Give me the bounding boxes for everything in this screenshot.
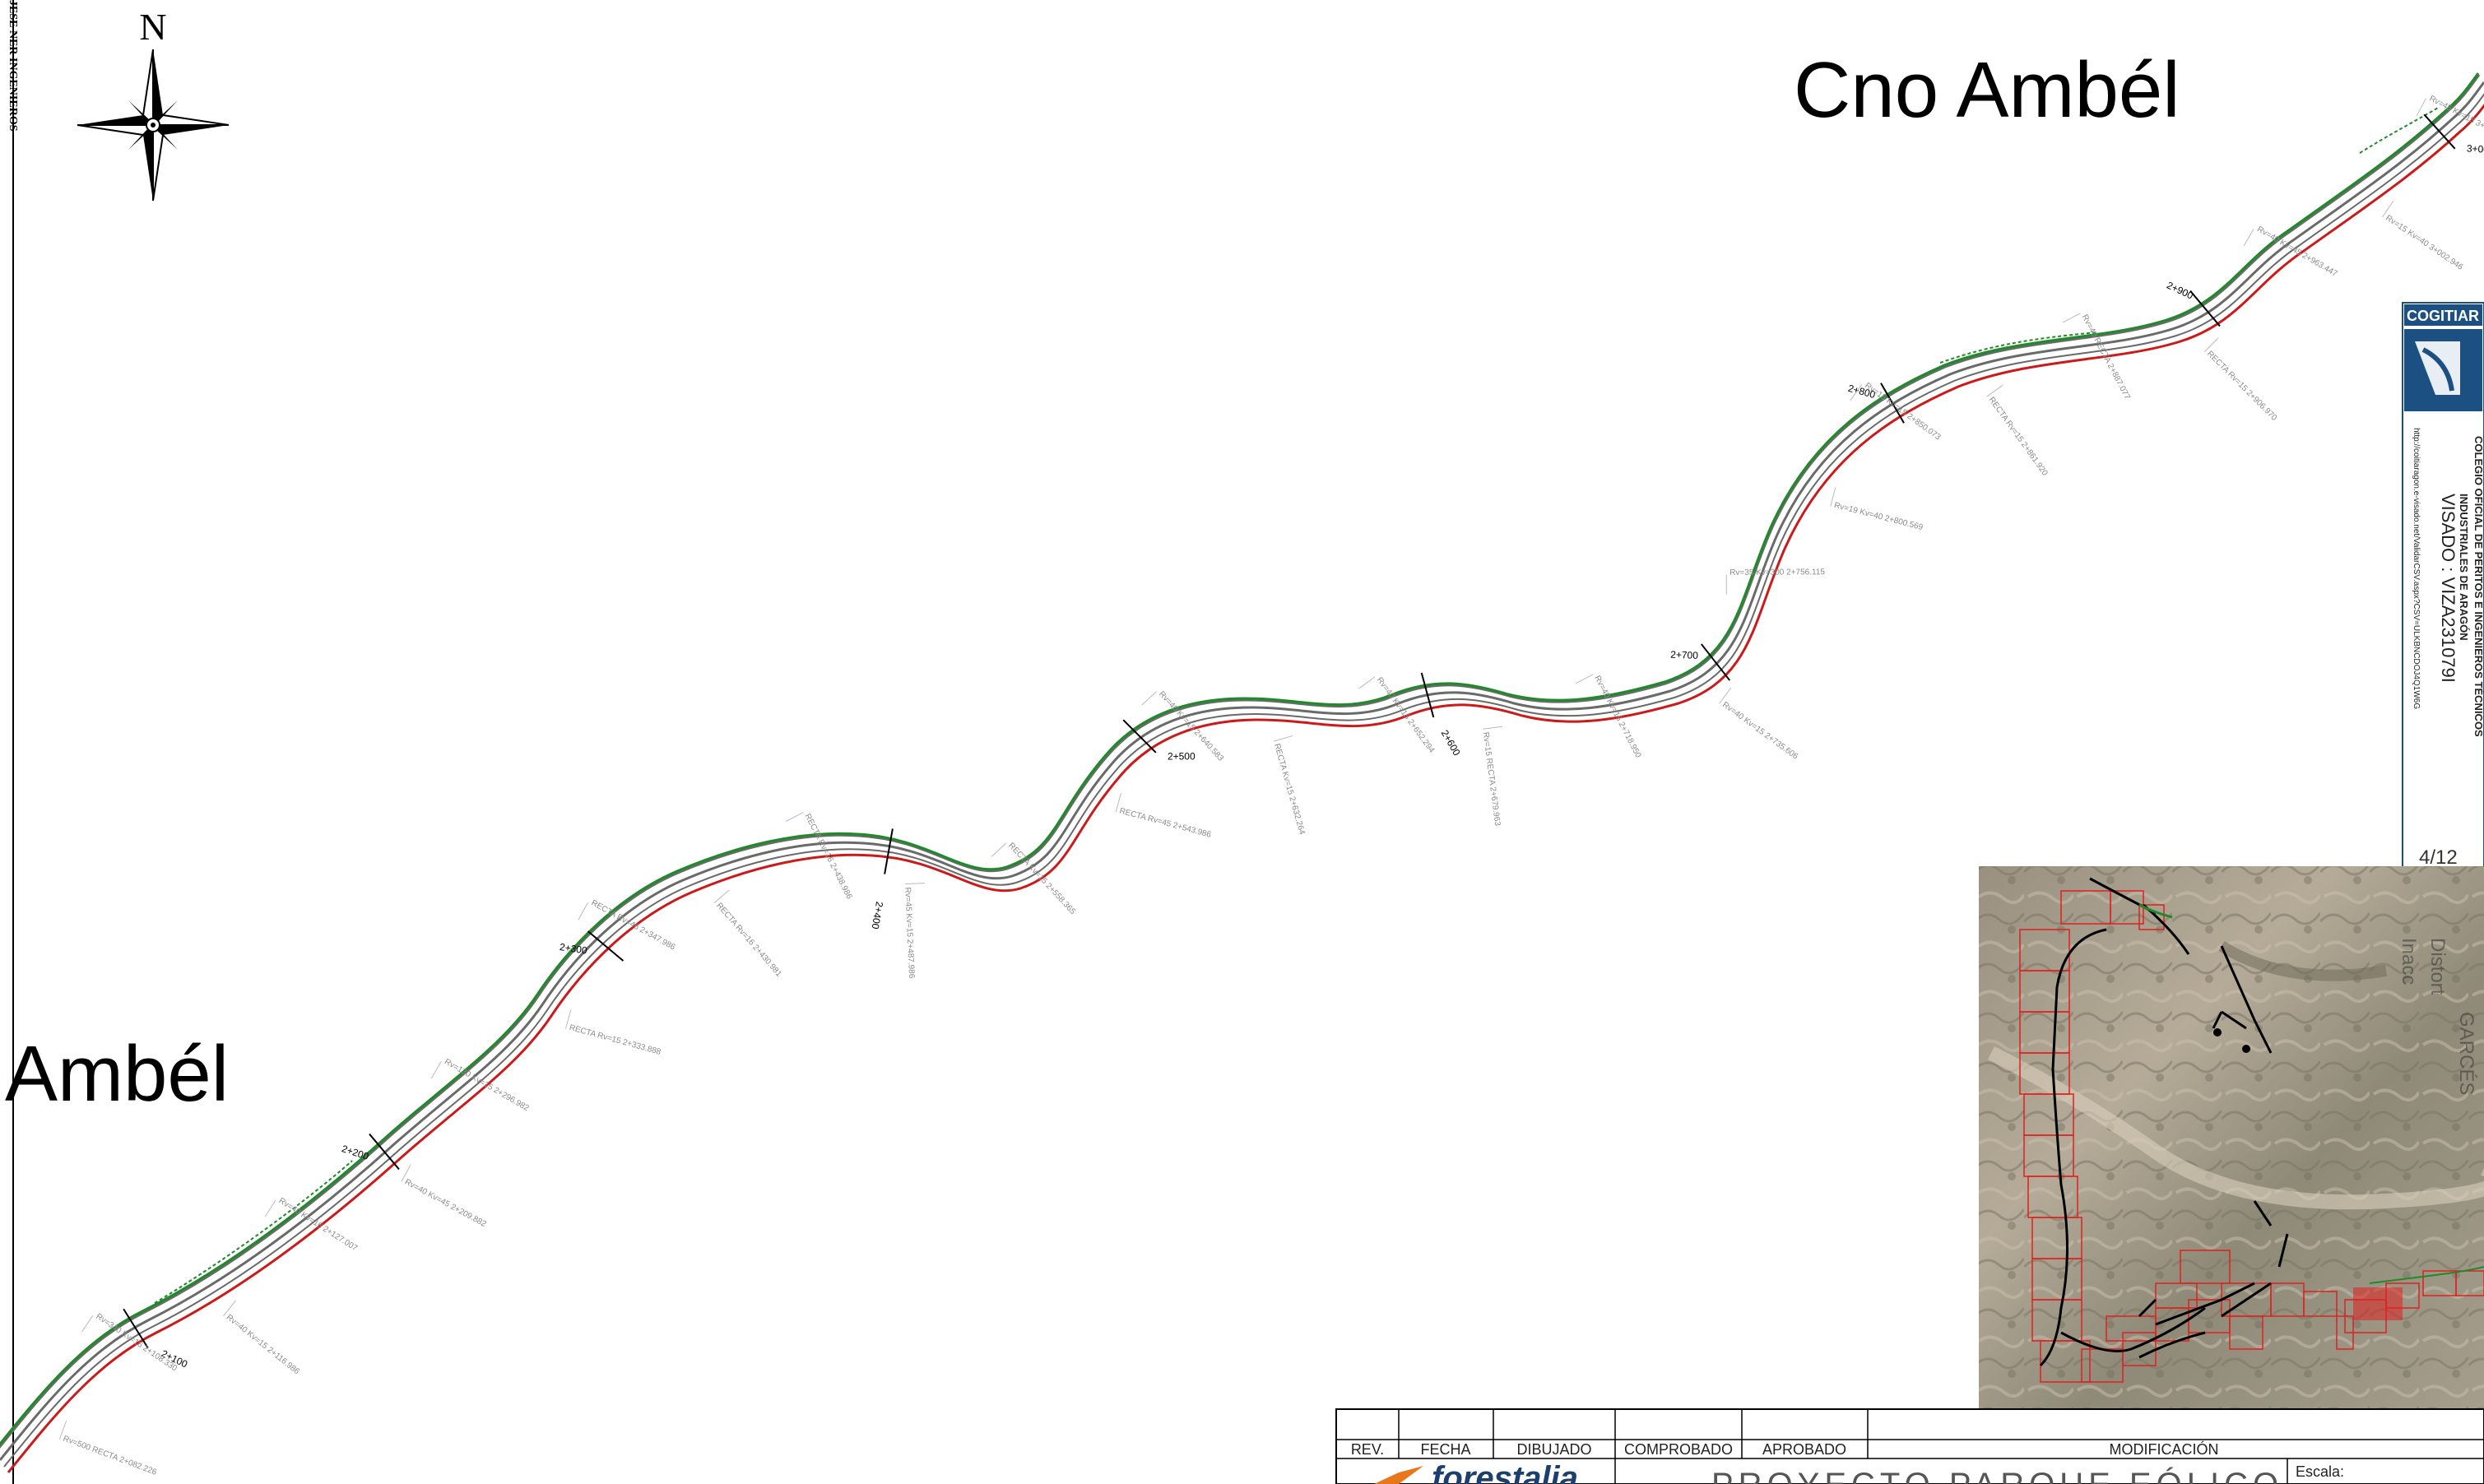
chainage-label: 2+700 xyxy=(1670,649,1698,661)
svg-text:Rv=40 Kv=15 2+735.606: Rv=40 Kv=15 2+735.606 xyxy=(1720,700,1799,762)
partial-text-2: Distort xyxy=(2426,938,2449,995)
chainage-mark: 2+700 xyxy=(1670,643,1731,681)
place-label-left: Ambél xyxy=(5,1030,229,1118)
svg-text:RECTA Rv=16 2+438.986: RECTA Rv=16 2+438.986 xyxy=(803,813,854,902)
svg-text:RECTA Rv=15 2+861.920: RECTA Rv=15 2+861.920 xyxy=(1987,396,2050,478)
header-dibujado: DIBUJADO xyxy=(1516,1441,1591,1458)
chainage-mark: 2+500 xyxy=(1122,719,1196,762)
svg-text:RECTA Rv=16 2+430.981: RECTA Rv=16 2+430.981 xyxy=(714,902,783,979)
alignment-annotation: RECTA Rv=15 2+906.970 xyxy=(2203,337,2278,423)
chainage-label: 2+300 xyxy=(559,941,588,957)
chainage-layer: 2+100 2+200 2+300 2+400 2+500 2+600 2+70… xyxy=(123,114,2484,1370)
header-fecha: FECHA xyxy=(1420,1441,1470,1458)
svg-text:RECTA Rv=15 2+333.888: RECTA Rv=15 2+333.888 xyxy=(569,1023,662,1057)
alignment-annotation: Rv=40 Kv=15 2+116.986 xyxy=(223,1300,301,1377)
alignment-annotation: RECTA Rv=15 2+333.888 xyxy=(565,1009,662,1057)
header-modificacion: MODIFICACIÓN xyxy=(2110,1440,2219,1458)
stamp-url: http://coitiaragon.e-visado.net/ValidarC… xyxy=(2412,428,2421,709)
svg-text:Rv=40 RECTA 2+887.077: Rv=40 RECTA 2+887.077 xyxy=(2080,313,2132,401)
svg-text:Rv=40 Kv=45 2+209.882: Rv=40 Kv=45 2+209.882 xyxy=(403,1177,488,1229)
header-comprobado: COMPROBADO xyxy=(1624,1441,1733,1458)
alignment-annotation: RECTA Rv=45 2+543.986 xyxy=(1115,792,1213,840)
stamp-brand: COGITIAR xyxy=(2407,308,2479,324)
svg-text:RECTA Rv=15 2+906.970: RECTA Rv=15 2+906.970 xyxy=(2205,350,2278,423)
alignment-annotation: RECTA Kv=15 2+632.264 xyxy=(1272,735,1307,836)
side-text: JESE NER INGENIEROS xyxy=(7,0,19,132)
alignment-annotation: Rv=130 Kv=15 2+296.982 xyxy=(430,1057,531,1113)
chainage-label: 2+200 xyxy=(341,1143,371,1162)
alignment-annotation: Rv=40 Kv=45 2+209.882 xyxy=(401,1164,488,1229)
sheet-page: 4/12 xyxy=(2419,846,2458,869)
alignment-annotation: Rv=35 Kv=300 2+756.115 xyxy=(1725,568,1825,595)
svg-text:Rv=35 Kv=300 2+756.115: Rv=35 Kv=300 2+756.115 xyxy=(1730,568,1825,577)
title-block: REV. FECHA DIBUJADO COMPROBADO APROBADO … xyxy=(1335,1408,2484,1484)
svg-text:RECTA Kv=15 2+632.264: RECTA Kv=15 2+632.264 xyxy=(1272,743,1307,836)
alignment-annotation: Rv=40 Kv=15 2+735.606 xyxy=(1719,687,1800,762)
svg-text:Rv=45 Kv=15 2+487.986: Rv=45 Kv=15 2+487.986 xyxy=(903,887,916,979)
road-network xyxy=(2039,877,2272,1367)
svg-text:Rv=40 Kv=15 2+116.986: Rv=40 Kv=15 2+116.986 xyxy=(225,1313,301,1376)
north-arrow-icon: N xyxy=(77,6,230,202)
svg-text:Rv=15 Kv=40 3+002.946: Rv=15 Kv=40 3+002.946 xyxy=(2384,214,2464,272)
alignment-annotation: Rv=45 Kv=15 2+487.986 xyxy=(903,883,926,979)
alignment-annotation: RECTA Rv=15 2+861.920 xyxy=(1986,384,2050,478)
chainage-label: 2+600 xyxy=(1439,728,1463,758)
north-label: N xyxy=(139,6,166,48)
svg-text:RECTA Rv=45 2+543.986: RECTA Rv=45 2+543.986 xyxy=(1118,807,1212,840)
svg-text:Rv=15 RECTA 2+679.963: Rv=15 RECTA 2+679.963 xyxy=(1481,731,1502,827)
partial-text-3: GARCÉS xyxy=(2455,1012,2477,1095)
header-aprobado: APROBADO xyxy=(1762,1441,1846,1458)
alignment-annotation: RECTA Rv=16 2+430.981 xyxy=(713,889,783,979)
chainage-label: 2+400 xyxy=(869,901,885,930)
chainage-mark: 3+000 xyxy=(2423,114,2484,155)
stamp-visado: VISADO : VIZA231079I xyxy=(2438,494,2458,683)
location-inset-map: 4/12 Inacc Distort GARCÉS xyxy=(1979,846,2484,1411)
svg-text:Rv=500 RECTA 2+082.226: Rv=500 RECTA 2+082.226 xyxy=(62,1435,158,1477)
chainage-mark: 2+300 xyxy=(559,930,624,962)
road-alignment xyxy=(0,72,2484,1473)
chainage-mark: 2+400 xyxy=(869,828,894,930)
svg-text:Rv=19 Kv=40 2+800.569: Rv=19 Kv=40 2+800.569 xyxy=(1833,501,1925,532)
header-rev: REV. xyxy=(1351,1441,1384,1458)
chainage-label: 2+500 xyxy=(1168,750,1196,762)
chainage-label: 3+000 xyxy=(2467,142,2484,155)
alignment-annotation: Rv=15 RECTA 2+679.963 xyxy=(1481,726,1503,827)
svg-text:forestalia: forestalia xyxy=(1432,1460,1578,1484)
place-label-top: Cno Ambél xyxy=(1794,46,2180,134)
visado-stamp: COGITIAR COLEGIO OFICIAL DE PERITOS E IN… xyxy=(2402,302,2484,884)
forestalia-logo-icon: forestalia xyxy=(1374,1460,1578,1484)
alignment-annotation: Rv=500 RECTA 2+082.226 xyxy=(58,1421,158,1477)
stamp-college: COLEGIO OFICIAL DE PERITOS E INGENIEROS … xyxy=(2472,436,2484,737)
project-title: PROYECTO PARQUE EÓLICO xyxy=(1711,1466,2283,1484)
partial-text-1: Inacc xyxy=(2398,938,2420,985)
stamp-college2: INDUSTRIALES DE ARAGÓN xyxy=(2458,494,2470,641)
alignment-annotation: Rv=15 Kv=40 3+002.946 xyxy=(2382,200,2465,272)
alignment-annotation: Rv=19 Kv=40 2+800.569 xyxy=(1830,487,1925,532)
scale-label: Escala: xyxy=(2296,1463,2344,1480)
chainage-label: 2+900 xyxy=(2165,280,2195,302)
svg-text:Rv=40 Kv=15 2+718.950: Rv=40 Kv=15 2+718.950 xyxy=(1592,675,1642,760)
